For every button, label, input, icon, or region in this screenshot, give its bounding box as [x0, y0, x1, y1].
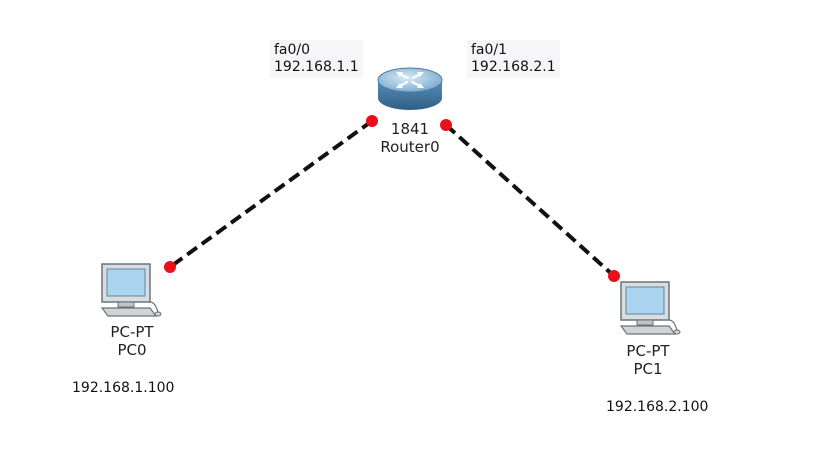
pc1-model: PC-PT: [626, 342, 670, 360]
pc1-ip: 192.168.2.100: [606, 399, 709, 415]
pc0-device[interactable]: [100, 262, 162, 320]
router-text: 1841 Router0: [360, 120, 460, 156]
router-name: Router0: [380, 138, 440, 156]
iface-name-fa0-0: fa0/0: [274, 42, 311, 58]
iface-name-fa0-1: fa0/1: [471, 42, 508, 58]
pc1-text: PC-PT PC1: [598, 342, 698, 378]
link-endpoint-router-fa0-0: [366, 115, 378, 127]
pc0-text: PC-PT PC0: [82, 323, 182, 359]
router-model: 1841: [390, 120, 430, 138]
link-endpoint-pc0: [164, 261, 176, 273]
link-router-pc0[interactable]: [168, 119, 374, 269]
link-endpoint-router-fa0-1: [440, 119, 452, 131]
iface-label-fa0-0: fa0/0 192.168.1.1: [270, 40, 363, 78]
iface-label-fa0-1: fa0/1 192.168.2.1: [467, 40, 560, 78]
iface-ip-fa0-1: 192.168.2.1: [471, 59, 556, 75]
link-router-pc1[interactable]: [444, 123, 616, 278]
router-icon: [377, 67, 443, 110]
pc1-device[interactable]: [619, 280, 681, 338]
pc0-ip: 192.168.1.100: [72, 380, 175, 396]
pc0-model: PC-PT: [110, 323, 154, 341]
iface-ip-fa0-0: 192.168.1.1: [274, 59, 359, 75]
router-device[interactable]: [376, 62, 444, 116]
pc-icon: [619, 281, 681, 335]
link-endpoint-pc1: [608, 270, 620, 282]
pc0-name: PC0: [117, 341, 147, 359]
pc-icon: [100, 263, 162, 317]
pc1-name: PC1: [633, 360, 663, 378]
